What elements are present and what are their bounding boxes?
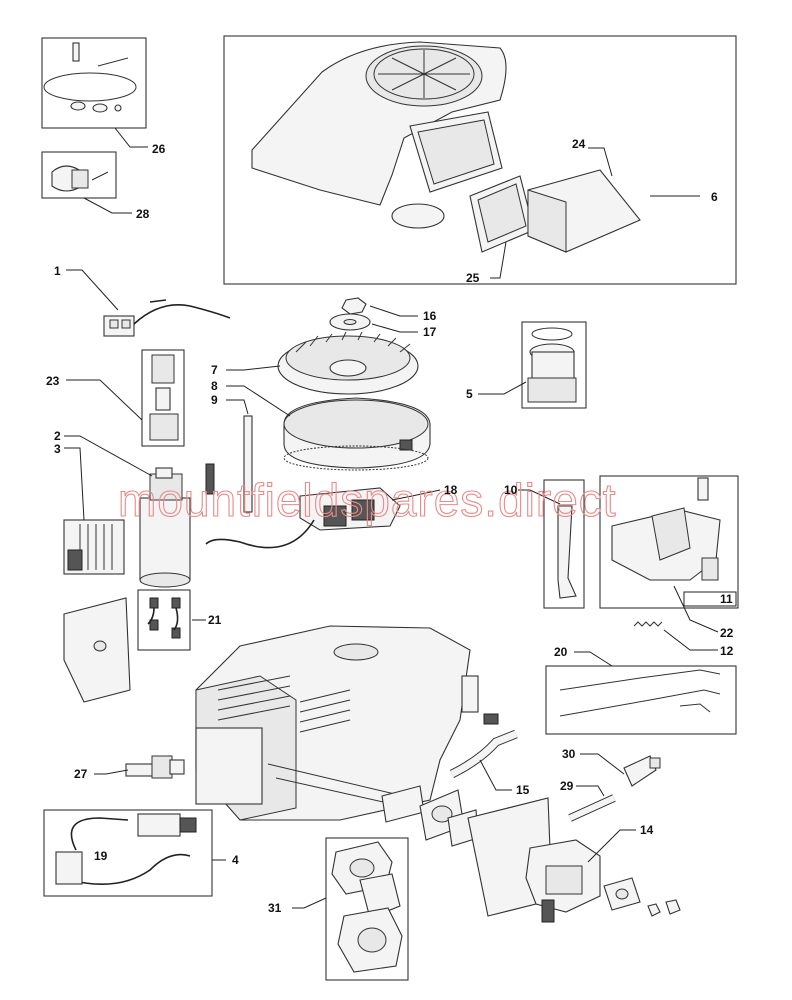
callout-16: 16 (423, 309, 437, 323)
callout-2: 2 (54, 429, 61, 443)
part-30-fuel-valve (580, 753, 661, 787)
callout-20: 20 (554, 645, 568, 659)
callout-6: 6 (711, 190, 718, 204)
part-17-washer (329, 313, 418, 333)
part-3-rectifier (63, 447, 125, 575)
part-15-breather-hose (449, 729, 518, 791)
part-12-spring (633, 621, 718, 651)
part-4-ignition-module-box (43, 809, 226, 897)
callout-25: 25 (466, 271, 480, 285)
callout-24: 24 (572, 137, 586, 151)
part-18-ignition-coil (205, 487, 441, 549)
callout-17: 17 (423, 325, 437, 339)
callout-28: 28 (136, 207, 150, 221)
part-7-fan (226, 331, 419, 395)
callout-14: 14 (640, 823, 654, 837)
part-14-carburettor (525, 829, 681, 923)
fan-grille (373, 48, 475, 100)
part-11-clip (683, 591, 737, 607)
part-6-blower-housing-box (223, 35, 737, 285)
part-16-nut (341, 297, 418, 317)
part-5-intake-elbow (478, 321, 587, 409)
callout-22: 22 (720, 626, 734, 640)
baffle-plate (63, 597, 131, 703)
part-9-flywheel-key (226, 399, 253, 513)
callout-21: 21 (208, 613, 222, 627)
part-10-throttle-lever (518, 479, 585, 609)
callout-31: 31 (268, 901, 282, 915)
part-20-linkage-rods (545, 651, 737, 735)
callout-1: 1 (54, 264, 61, 278)
callout-12: 12 (720, 644, 734, 658)
callout-11: 11 (720, 592, 733, 606)
part-22-governor-bracket (599, 475, 739, 633)
part-1-wiring-harness (66, 269, 231, 337)
callout-7: 7 (211, 363, 218, 377)
callout-15: 15 (516, 783, 530, 797)
part-2-starter-motor (64, 435, 215, 588)
callout-5: 5 (466, 387, 473, 401)
callout-4: 4 (232, 853, 239, 867)
callout-27: 27 (74, 767, 88, 781)
part-21-brush-set (137, 589, 206, 651)
callout-3: 3 (54, 442, 61, 456)
engine-block (195, 625, 499, 821)
callout-18: 18 (444, 483, 458, 497)
watermark: mountfieldspares.direct (118, 474, 617, 526)
callout-26: 26 (152, 142, 166, 156)
callout-23: 23 (46, 374, 60, 388)
callout-8: 8 (211, 379, 218, 393)
part-28-clamp (41, 151, 132, 214)
callout-9: 9 (211, 393, 218, 407)
callout-29: 29 (560, 779, 574, 793)
part-26-seal-kit (41, 37, 148, 148)
part-31-gasket-set (292, 837, 409, 981)
callout-30: 30 (562, 747, 576, 761)
part-23-starter-drive (66, 349, 185, 447)
callout-19: 19 (94, 849, 108, 863)
part-8-flywheel (226, 385, 431, 471)
part-29-fuel-hose (568, 785, 616, 822)
part-27-spark-plug (94, 755, 185, 779)
callout-10: 10 (504, 483, 518, 497)
callout-labels: 26 28 24 6 25 1 16 17 7 8 9 23 5 2 3 18 … (46, 137, 734, 915)
